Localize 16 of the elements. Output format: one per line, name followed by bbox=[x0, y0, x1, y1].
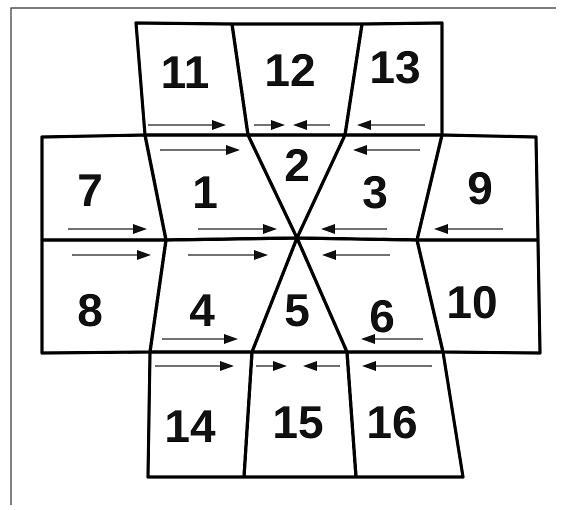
region-number: 15 bbox=[272, 399, 324, 445]
region-number: 10 bbox=[446, 279, 498, 325]
region-number: 11 bbox=[160, 49, 210, 95]
region-number: 2 bbox=[284, 142, 310, 188]
region-number: 1 bbox=[192, 169, 218, 215]
region-number: 4 bbox=[189, 287, 215, 333]
region-number: 14 bbox=[164, 403, 216, 449]
region-number: 3 bbox=[362, 169, 388, 215]
region-number: 13 bbox=[369, 44, 421, 90]
region-number: 16 bbox=[366, 399, 418, 445]
region-number: 8 bbox=[77, 287, 103, 333]
region-number: 6 bbox=[369, 293, 395, 339]
region-number: 12 bbox=[264, 47, 316, 93]
region-number: 9 bbox=[467, 165, 493, 211]
region-number: 7 bbox=[77, 167, 103, 213]
region-number: 5 bbox=[284, 287, 310, 333]
